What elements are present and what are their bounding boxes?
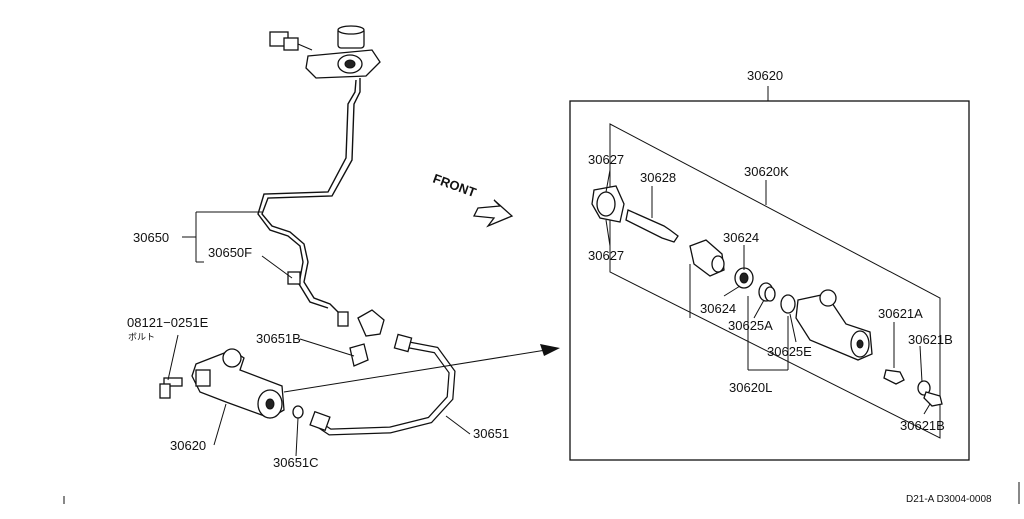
diagram-code: D21-A D3004-0008 [906, 494, 992, 505]
label-30650F: 30650F [208, 245, 252, 260]
flare-nut [337, 311, 349, 327]
svg-text:FRONT: FRONT [431, 171, 478, 200]
cup-30624 [734, 267, 754, 289]
label-30624-a: 30624 [723, 230, 759, 245]
label-30625A: 30625A [728, 318, 773, 333]
pipe-clip-30650F [287, 271, 301, 285]
boot-30627 [591, 185, 625, 223]
label-30620-left: 30620 [170, 438, 206, 453]
hose-fitting-bottom [309, 410, 331, 432]
label-30628: 30628 [640, 170, 676, 185]
label-30627-top: 30627 [588, 152, 624, 167]
washer-30651C [292, 405, 304, 419]
operating-cylinder-left [191, 348, 285, 419]
seat-30625E [780, 294, 796, 314]
connector-plug [269, 31, 313, 51]
label-30621B-b: 30621B [900, 418, 945, 433]
hose-fitting-top [393, 333, 413, 353]
bleeder-30621A [883, 369, 905, 385]
label-30625E: 30625E [767, 344, 812, 359]
exploded-frame [609, 123, 941, 439]
hose-clip-30651B [349, 343, 369, 367]
label-30651B: 30651B [256, 331, 301, 346]
label-30650: 30650 [133, 230, 169, 245]
label-30651: 30651 [473, 426, 509, 441]
label-30627-bottom: 30627 [588, 248, 624, 263]
push-rod-30628 [625, 209, 679, 243]
label-30620L: 30620L [729, 380, 772, 395]
label-30620K: 30620K [744, 164, 789, 179]
label-08121-0251E: 08121−0251E [127, 315, 209, 330]
label-30651C: 30651C [273, 455, 319, 470]
master-cylinder [305, 25, 381, 79]
spring-30625A [758, 282, 776, 302]
hose-bracket [357, 309, 385, 337]
label-30624-b: 30624 [700, 301, 736, 316]
bolt-08121 [159, 377, 183, 399]
detail-box [569, 100, 970, 461]
label-30621A: 30621A [878, 306, 923, 321]
cap-30621B [917, 380, 943, 407]
piston-30620K [689, 239, 725, 277]
clutch-pipe-30650 [261, 78, 361, 317]
label-30620-assembly: 30620 [747, 68, 783, 83]
front-arrow: FRONT [431, 171, 514, 228]
label-bolt-jp: ボルト [128, 332, 155, 342]
detail-arrow-head [540, 344, 560, 356]
label-30621B-a: 30621B [908, 332, 953, 347]
detail-arrow [283, 349, 547, 393]
cylinder-body [795, 289, 873, 361]
